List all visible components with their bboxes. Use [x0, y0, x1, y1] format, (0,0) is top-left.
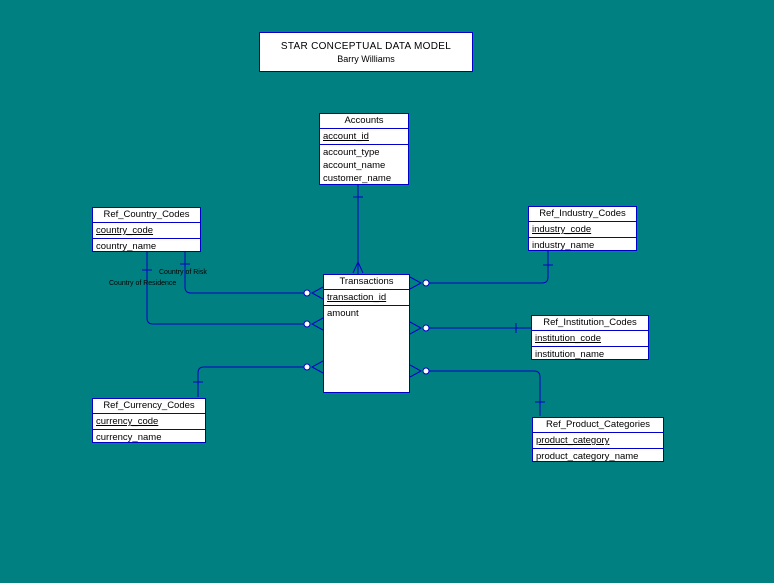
diagram-title: STAR CONCEPTUAL DATA MODEL [280, 41, 452, 52]
primary-key: transaction_id [327, 292, 387, 303]
entity-ref-industry-codes[interactable]: Ref_Industry_Codes industry_code industr… [528, 206, 637, 251]
crowfoot-currency [310, 360, 324, 374]
entity-name: Ref_Industry_Codes [529, 207, 636, 222]
entity-name: Ref_Currency_Codes [93, 399, 205, 414]
optional-marker-product [422, 367, 430, 375]
link-industry [429, 251, 549, 284]
attribute: account_name [323, 160, 386, 171]
attribute: currency_name [96, 432, 162, 443]
link-country-residence [146, 252, 304, 325]
entity-name: Ref_Country_Codes [93, 208, 200, 223]
primary-key: industry_code [532, 224, 592, 235]
entity-ref-country-codes[interactable]: Ref_Country_Codes country_code country_n… [92, 207, 201, 252]
attribute: country_name [96, 241, 157, 252]
key-section: country_code [93, 223, 200, 239]
link-product [429, 370, 541, 416]
optional-marker-institution [422, 324, 430, 332]
attribute-section: amount [324, 306, 409, 320]
key-section: account_id [320, 129, 408, 145]
optional-marker-currency [303, 363, 311, 371]
attribute-section: account_type account_name customer_name [320, 145, 408, 185]
crowfoot-accounts-transactions [352, 260, 364, 274]
primary-key: account_id [323, 131, 369, 142]
link-currency [197, 366, 304, 397]
key-section: institution_code [532, 331, 648, 347]
attribute-section: country_name [93, 239, 200, 253]
attribute-section: industry_name [529, 238, 636, 252]
diagram-title-box: STAR CONCEPTUAL DATA MODEL Barry William… [259, 32, 473, 72]
primary-key: currency_code [96, 416, 159, 427]
optional-marker-country-residence [303, 320, 311, 328]
attribute-section: institution_name [532, 347, 648, 361]
crowfoot-country-risk [310, 286, 324, 300]
key-section: currency_code [93, 414, 205, 430]
entity-ref-product-categories[interactable]: Ref_Product_Categories product_category … [532, 417, 664, 462]
diagram-author: Barry Williams [337, 54, 395, 64]
key-section: transaction_id [324, 290, 409, 306]
crowfoot-country-residence [310, 317, 324, 331]
crowfoot-industry [409, 276, 423, 290]
attribute: account_type [323, 147, 380, 158]
entity-name: Accounts [320, 114, 408, 129]
primary-key: product_category [536, 435, 610, 446]
attribute: institution_name [535, 349, 605, 360]
primary-key: country_code [96, 225, 154, 236]
crowfoot-institution [409, 321, 423, 335]
optional-marker-country-risk [303, 289, 311, 297]
label-country-of-residence: Country of Residence [109, 280, 177, 287]
attribute: amount [327, 308, 359, 319]
attribute-section: product_category_name [533, 449, 663, 463]
crowfoot-product [409, 364, 423, 378]
attribute: product_category_name [536, 451, 639, 462]
key-section: product_category [533, 433, 663, 449]
link-country-risk [184, 252, 304, 294]
attribute-section: currency_name [93, 430, 205, 444]
entity-name: Ref_Institution_Codes [532, 316, 648, 331]
key-section: industry_code [529, 222, 636, 238]
label-country-of-risk: Country of Risk [159, 269, 207, 276]
attribute: industry_name [532, 240, 595, 251]
entity-name: Ref_Product_Categories [533, 418, 663, 433]
entity-accounts[interactable]: Accounts account_id account_type account… [319, 113, 409, 185]
entity-ref-currency-codes[interactable]: Ref_Currency_Codes currency_code currenc… [92, 398, 206, 443]
entity-ref-institution-codes[interactable]: Ref_Institution_Codes institution_code i… [531, 315, 649, 360]
primary-key: institution_code [535, 333, 602, 344]
entity-transactions[interactable]: Transactions transaction_id amount [323, 274, 410, 393]
optional-marker-industry [422, 279, 430, 287]
entity-name: Transactions [324, 275, 409, 290]
attribute: customer_name [323, 173, 392, 184]
